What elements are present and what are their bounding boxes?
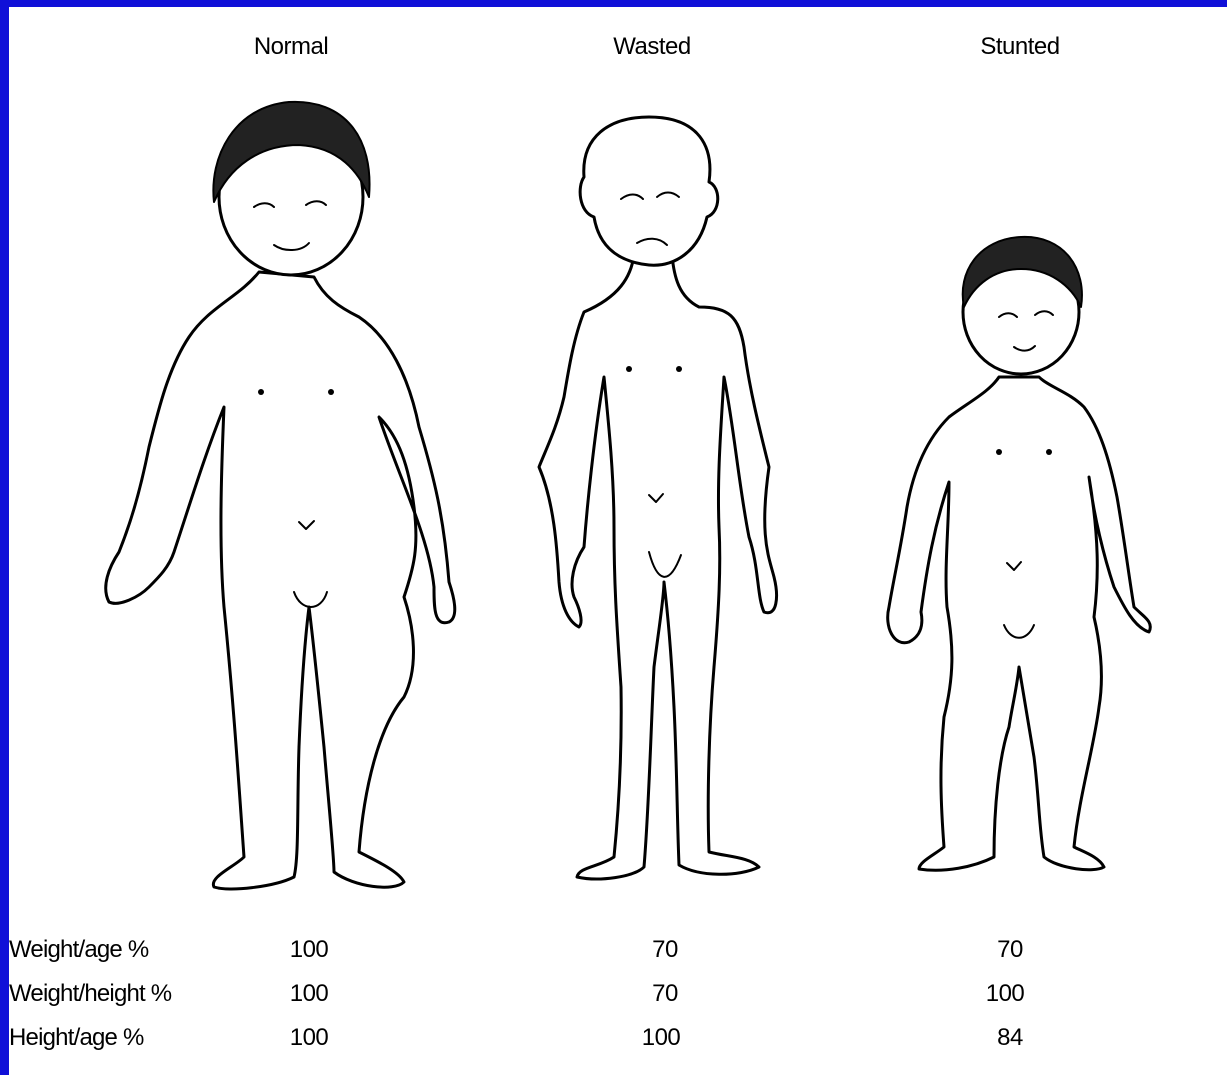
cell-stunted-weight-height: 100 [986, 980, 1025, 1008]
row-label-weight-height: Weight/height % [9, 980, 171, 1008]
cell-stunted-height-age: 84 [997, 1024, 1023, 1052]
cell-normal-weight-height: 100 [290, 980, 329, 1008]
stunted-child-figure [888, 237, 1151, 870]
normal-child-figure [106, 102, 455, 889]
row-label-height-age: Height/age % [9, 1024, 144, 1052]
wasted-child-figure [539, 117, 777, 879]
slide-canvas: Normal Wasted Stunted [9, 7, 1227, 1075]
cell-normal-height-age: 100 [290, 1024, 329, 1052]
row-label-weight-age: Weight/age % [9, 936, 148, 964]
cell-wasted-weight-height: 70 [652, 980, 678, 1008]
cell-normal-weight-age: 100 [290, 936, 329, 964]
cell-wasted-weight-age: 70 [652, 936, 678, 964]
cell-wasted-height-age: 100 [642, 1024, 681, 1052]
figures-illustration [9, 7, 1227, 1075]
cell-stunted-weight-age: 70 [997, 936, 1023, 964]
